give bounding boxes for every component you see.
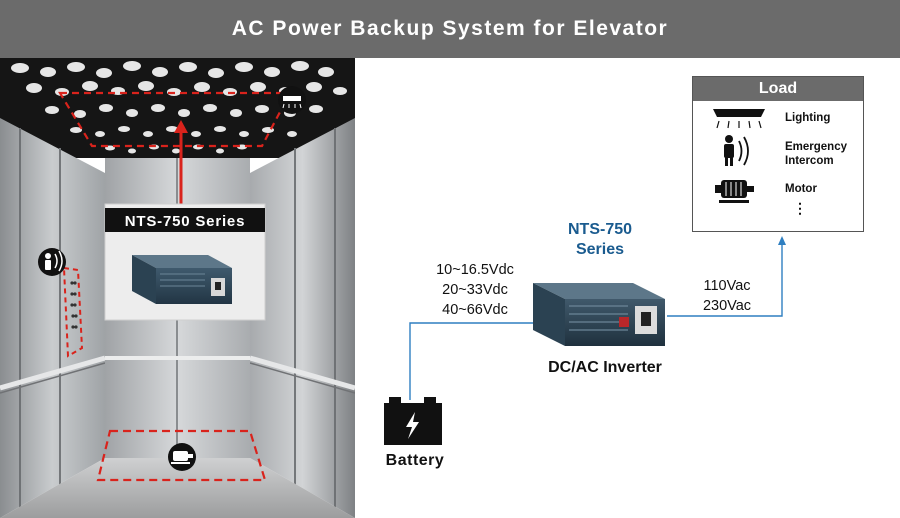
product-label-bar — [105, 208, 265, 232]
output-voltage-1: 110Vac — [703, 278, 751, 294]
load-item-intercom: Emergency Intercom — [785, 141, 848, 167]
inverter-label: DC/AC Inverter — [548, 359, 662, 376]
load-box: Load Lighting Emerge — [692, 76, 864, 232]
load-icons — [713, 109, 765, 203]
intercom-badge — [38, 248, 66, 276]
elevator-illustration: NTS-750 Series — [0, 58, 355, 518]
motor-icon — [715, 180, 754, 203]
input-voltage-2: 20~33Vdc — [442, 282, 508, 298]
battery-to-inverter-line — [409, 322, 545, 400]
elevator-scene: NTS-750 Series — [0, 58, 355, 518]
load-title: Load — [693, 77, 863, 101]
inverter-model-name: NTS-750 Series — [540, 220, 660, 260]
battery-icon — [384, 397, 442, 445]
elevator-product-label: NTS-750 Series — [125, 213, 245, 230]
inverter-image — [533, 283, 665, 346]
title-bar: AC Power Backup System for Elevator — [0, 0, 900, 58]
floor-dashed-area — [96, 429, 267, 482]
inverter-to-load-arrowhead — [778, 236, 786, 245]
inverter-to-load-line — [667, 240, 783, 317]
battery-label: Battery — [385, 452, 445, 469]
output-voltage-list: 110Vac 230Vac — [692, 276, 762, 316]
input-voltage-3: 40~66Vdc — [442, 302, 508, 318]
motor-badge — [168, 443, 196, 471]
load-item-lighting: Lighting — [785, 112, 831, 124]
ceiling-dashed-area — [58, 91, 292, 148]
ceiling-light-icon — [713, 109, 765, 129]
output-voltage-2: 230Vac — [702, 298, 752, 314]
intercom-icon — [724, 135, 749, 166]
input-voltage-1: 10~16.5Vdc — [436, 262, 514, 278]
inverter-photo-small — [132, 255, 232, 304]
input-voltage-list: 10~16.5Vdc 20~33Vdc 40~66Vdc — [420, 260, 530, 320]
page-title: AC Power Backup System for Elevator — [231, 17, 669, 40]
ceiling-lights — [11, 61, 347, 154]
ceiling-light-badge — [278, 86, 306, 114]
panel-dashed-area — [62, 266, 84, 358]
inverter-model-line1: NTS-750 — [567, 221, 633, 238]
inverter-model-line2: Series — [575, 241, 625, 258]
load-item-motor: Motor — [785, 183, 817, 195]
load-more-ellipsis: ⋮ — [793, 200, 807, 216]
red-arrow-head — [174, 120, 188, 133]
